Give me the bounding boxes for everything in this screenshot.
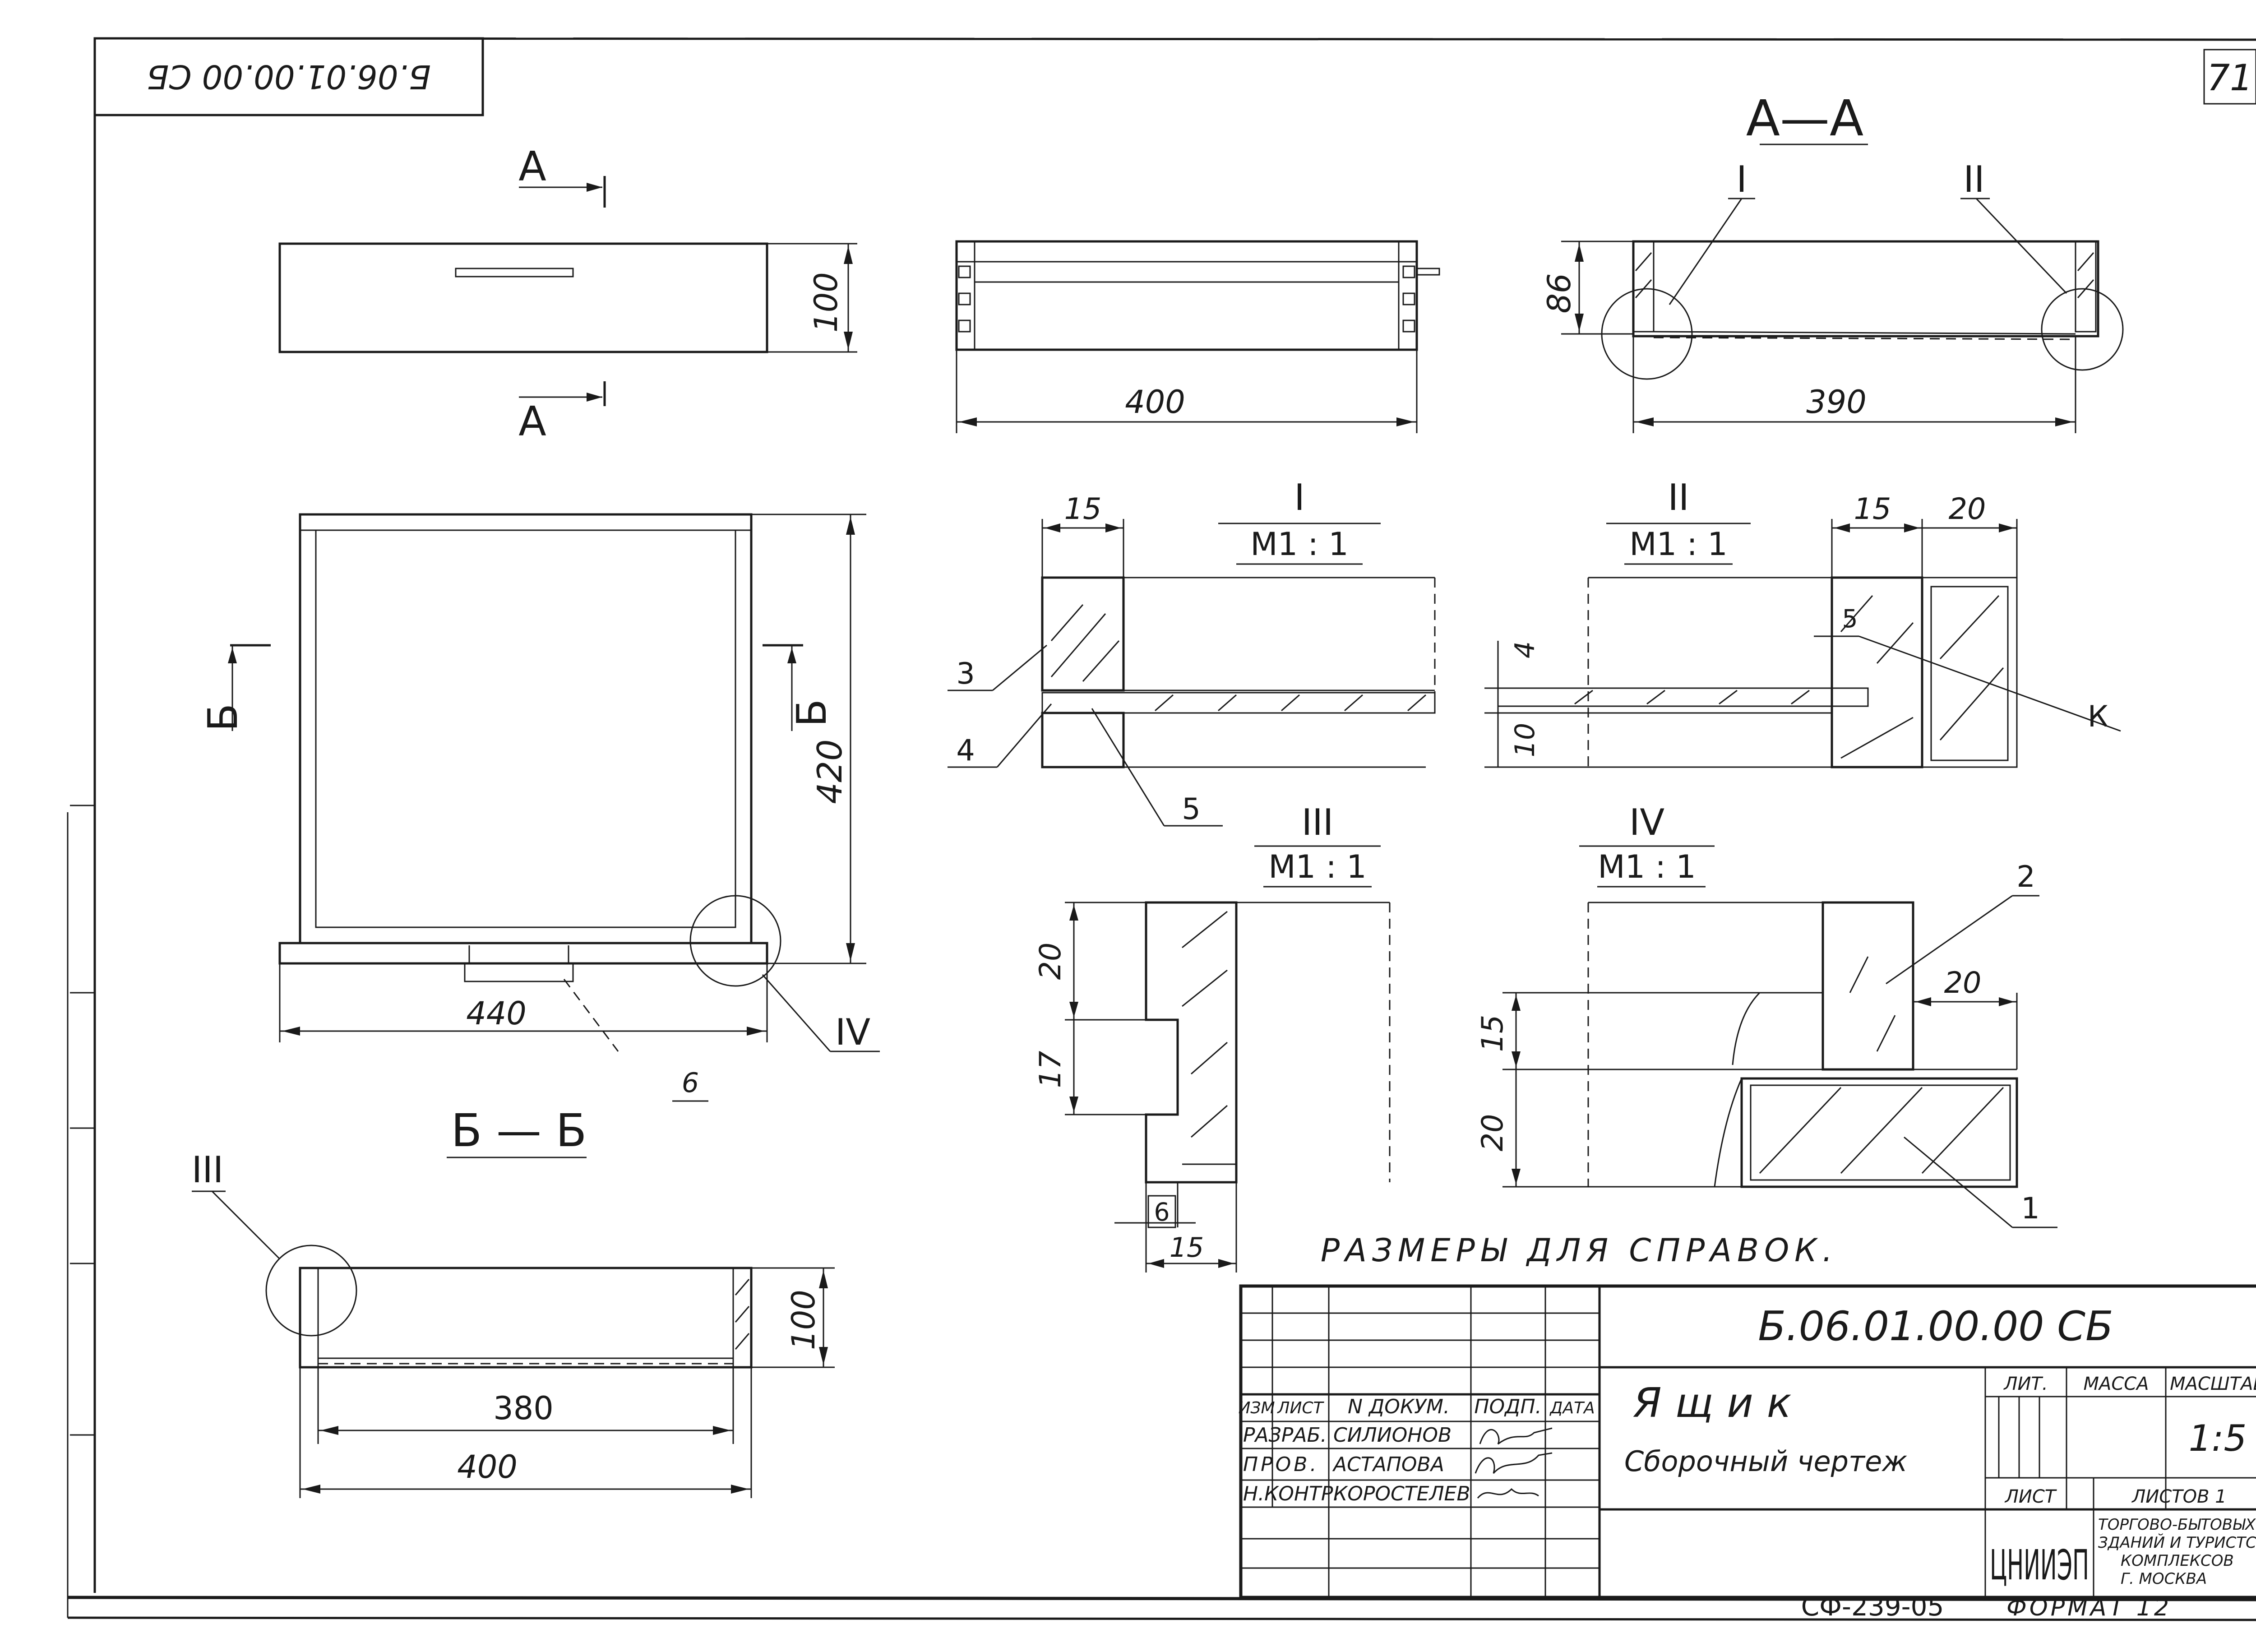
detail-1-roman: I bbox=[1294, 477, 1305, 518]
footer-format: ФОРМАТ 12 bbox=[2006, 1594, 2172, 1621]
dim-d2-front: 20 bbox=[1949, 492, 1986, 526]
tb-norm-name: КОРОСТЕЛЕВ bbox=[1333, 1482, 1470, 1505]
dim-d2-wall: 15 bbox=[1854, 492, 1891, 526]
sheet-number: 71 bbox=[2207, 57, 2253, 99]
tb-dev-name: СИЛИОНОВ bbox=[1333, 1424, 1452, 1447]
tb-name: Ящик bbox=[1633, 1379, 1805, 1427]
callout-2: 2 bbox=[2016, 860, 2035, 894]
tb-scale-label: МАСШТАБ bbox=[2170, 1374, 2256, 1394]
dim-front-height: 100 bbox=[808, 272, 845, 333]
plan-view: IV Б Б 420 440 6 bbox=[199, 513, 880, 1102]
cut-a-bottom-label: А bbox=[518, 398, 546, 445]
callout-4: 4 bbox=[956, 734, 975, 768]
tb-org-text-2: ЗДАНИЙ И ТУРИСТСКИХ bbox=[2098, 1533, 2256, 1552]
tb-col-date: ДАТА bbox=[1549, 1399, 1595, 1417]
dim-side-length: 400 bbox=[1125, 384, 1185, 421]
tb-doc-type: Сборочный чертеж bbox=[1624, 1445, 1907, 1478]
section-bb: Б — Б III 100 380 400 bbox=[192, 1104, 835, 1498]
detail-3-scale: М1 : 1 bbox=[1268, 848, 1367, 885]
dim-d2-gap: 5 bbox=[1842, 604, 1858, 633]
tb-row-check: ПРОВ. bbox=[1243, 1453, 1319, 1476]
dim-d3-wall: 15 bbox=[1170, 1232, 1204, 1263]
dim-d4-front: 20 bbox=[1944, 966, 1982, 1000]
tb-org-text-3: КОМПЛЕКСОВ bbox=[2121, 1552, 2234, 1570]
cut-b-left-label: Б bbox=[199, 703, 247, 731]
detail-4-scale: М1 : 1 bbox=[1598, 848, 1696, 885]
signature-dev bbox=[1479, 1427, 1553, 1445]
aa-callout-2: II bbox=[1963, 158, 1984, 200]
callout-5: 5 bbox=[1182, 792, 1200, 826]
front-view: А А 100 bbox=[278, 143, 857, 445]
detail-1: I М1 : 1 15 3 4 5 bbox=[948, 477, 1436, 827]
detail-4-roman: IV bbox=[1629, 801, 1665, 843]
footer-code: СФ-239-05 bbox=[1801, 1591, 1944, 1622]
dim-d2-bottom-thickness: 4 bbox=[1509, 641, 1541, 658]
corner-code-box: Б.06.01.00.00 СБ bbox=[93, 37, 484, 116]
section-aa-title: А—А bbox=[1746, 89, 1864, 147]
tb-scale-value: 1:5 bbox=[2189, 1417, 2247, 1459]
tb-org-text-1: ТОРГОВО-БЫТОВЫХ bbox=[2098, 1516, 2256, 1534]
bb-callout-3: III bbox=[192, 1149, 224, 1191]
detail-4: IV М1 : 1 15 20 20 bbox=[1476, 801, 2057, 1228]
callout-k: К bbox=[2088, 700, 2108, 734]
tb-org-text-4: Г. МОСКВА bbox=[2121, 1570, 2207, 1588]
side-view: 400 bbox=[955, 240, 1440, 433]
dim-plan-width: 440 bbox=[466, 995, 527, 1032]
plan-note: 6 bbox=[682, 1067, 699, 1099]
dim-d1-wall: 15 bbox=[1064, 492, 1102, 526]
title-block: ИЗМ ЛИСТ N ДОКУМ. ПОДП. ДАТА РАЗРАБ. ПРО… bbox=[1238, 1284, 2256, 1599]
tb-row-norm: Н.КОНТР. bbox=[1243, 1482, 1339, 1505]
tb-col-change: ИЗМ bbox=[1238, 1399, 1275, 1417]
tb-col-sign: ПОДП. bbox=[1474, 1395, 1541, 1418]
tb-sheet-label: ЛИСТ bbox=[2004, 1486, 2057, 1507]
tb-row-dev: РАЗРАБ. bbox=[1243, 1424, 1327, 1447]
dim-bb-inner: 380 bbox=[493, 1390, 554, 1427]
tb-lit-label: ЛИТ. bbox=[2003, 1374, 2048, 1394]
dim-d3-top: 20 bbox=[1034, 943, 1068, 980]
tb-sheets-label: ЛИСТОВ 1 bbox=[2131, 1486, 2226, 1507]
callout-3: 3 bbox=[956, 657, 975, 691]
detail-2-scale: М1 : 1 bbox=[1629, 526, 1728, 563]
section-aa: А—А I II 86 390 bbox=[1541, 89, 2124, 433]
corner-code-text: Б.06.01.00.00 СБ bbox=[147, 58, 431, 96]
reference-note: РАЗМЕРЫ ДЛЯ СПРАВОК. bbox=[1321, 1232, 1838, 1269]
section-bb-title: Б — Б bbox=[451, 1104, 587, 1157]
dim-plan-depth: 420 bbox=[810, 739, 850, 804]
signature-check bbox=[1475, 1452, 1553, 1474]
plan-callout-4: IV bbox=[835, 1011, 871, 1053]
callout-1: 1 bbox=[2021, 1192, 2039, 1226]
dim-d3-groove: 17 bbox=[1034, 1051, 1068, 1088]
detail-3-roman: III bbox=[1302, 801, 1334, 843]
signature-norm bbox=[1477, 1488, 1539, 1499]
sheet-number-box: 71 bbox=[2203, 49, 2256, 105]
dim-aa-width: 390 bbox=[1806, 384, 1867, 421]
cut-b-right-label: Б bbox=[788, 699, 836, 727]
aa-callout-1: I bbox=[1736, 158, 1747, 200]
dim-bb-height: 100 bbox=[785, 1290, 822, 1350]
dim-d4-bottom: 20 bbox=[1476, 1114, 1510, 1152]
tb-col-sheet: ЛИСТ bbox=[1276, 1399, 1324, 1417]
tb-designation: Б.06.01.00.00 СБ bbox=[1758, 1303, 2113, 1350]
dim-d2-bottom-height: 10 bbox=[1509, 723, 1541, 757]
detail-3: III М1 : 1 20 17 6 15 bbox=[1034, 801, 1391, 1273]
cut-a-top-label: А bbox=[518, 143, 546, 190]
dim-d3-step: 6 bbox=[1154, 1198, 1170, 1226]
sheet-frame bbox=[67, 37, 2256, 1621]
tb-org-logo: ЦНИИЭП bbox=[1990, 1541, 2089, 1589]
dim-d4-top: 15 bbox=[1476, 1015, 1510, 1052]
tb-check-name: АСТАПОВА bbox=[1332, 1453, 1444, 1476]
tb-mass-label: МАССА bbox=[2083, 1374, 2149, 1394]
dim-bb-outer: 400 bbox=[457, 1448, 518, 1485]
tb-col-doc: N ДОКУМ. bbox=[1348, 1395, 1450, 1418]
detail-2-roman: II bbox=[1668, 477, 1689, 518]
dim-aa-height: 86 bbox=[1541, 273, 1578, 313]
detail-1-scale: М1 : 1 bbox=[1250, 526, 1349, 563]
detail-2: II М1 : 1 15 20 4 10 bbox=[1484, 477, 2121, 768]
